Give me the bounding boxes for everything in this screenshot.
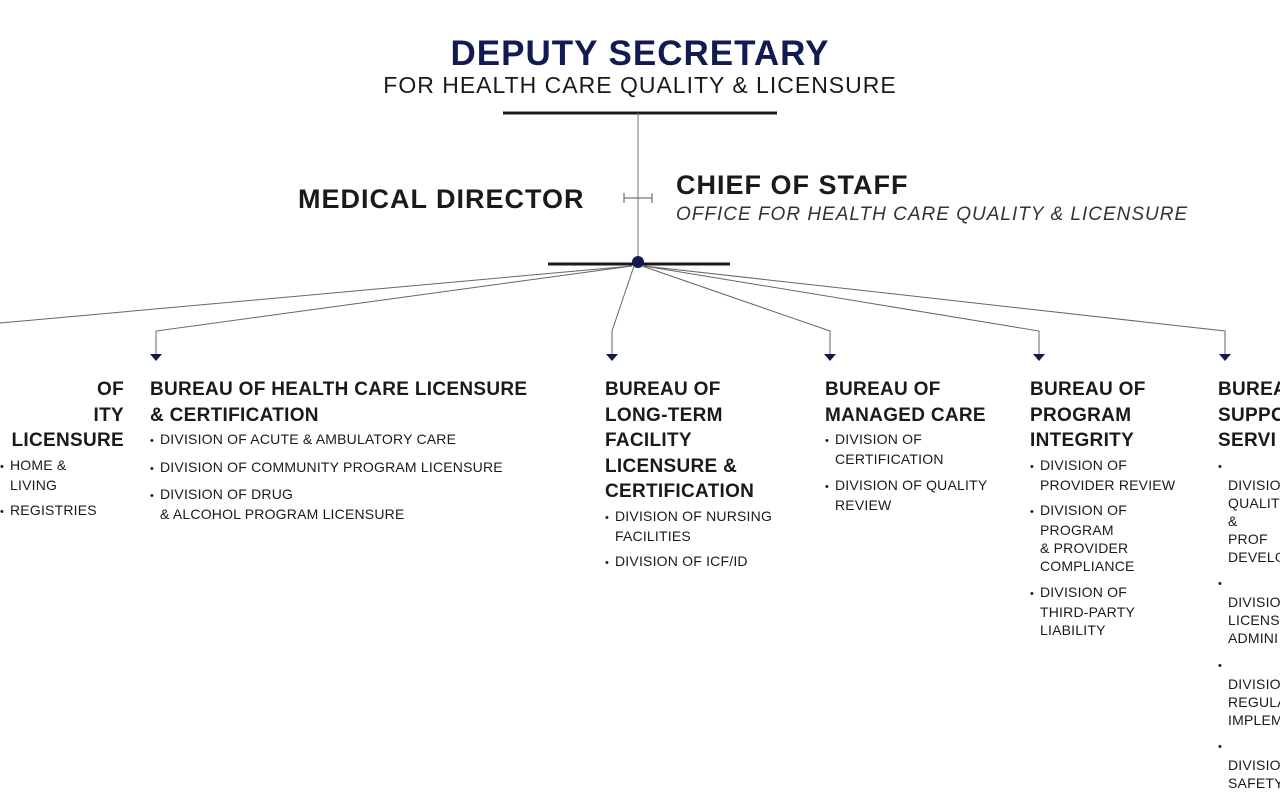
- arrow-bureau-4: [824, 354, 836, 361]
- division-list: DIVISION OF PROVIDER REVIEW DIVISION OF …: [1030, 456, 1205, 639]
- division-list: HOME & LIVING REGISTRIES: [0, 456, 130, 522]
- division-item: REGISTRIES: [0, 501, 130, 521]
- connector-lines: [0, 111, 1231, 361]
- medical-director-title: MEDICAL DIRECTOR: [298, 184, 585, 214]
- division-item: DIVISION OF PROVIDER REVIEW: [1030, 456, 1205, 494]
- arrow-bureau-3: [606, 354, 618, 361]
- arrow-bureau-6: [1219, 354, 1231, 361]
- division-item: DIVISION OF COMMUNITY PROGRAM LICENSURE: [150, 458, 570, 478]
- bureau-managed-care: BUREAU OF MANAGED CARE DIVISION OF CERTI…: [825, 377, 1020, 521]
- bureau-name: BUREAU OF HEALTH CARE LICENSURE & CERTIF…: [150, 379, 528, 426]
- bureau-name: BUREAU OF PROGRAM INTEGRITY: [1030, 379, 1146, 452]
- bureau-program-integrity: BUREAU OF PROGRAM INTEGRITY DIVISION OF …: [1030, 377, 1205, 646]
- junction-dot: [632, 256, 644, 268]
- connector-bureau-5: [643, 265, 1040, 355]
- division-item: DIVISION OF THIRD-PARTY LIABILITY: [1030, 583, 1205, 639]
- connector-bureau-4: [641, 265, 831, 355]
- connector-bureau-1: [0, 265, 633, 324]
- division-item: DIVISIO QUALIT & PROF DEVELO: [1218, 456, 1280, 566]
- connector-bureau-6: [643, 265, 1226, 355]
- arrow-bureau-2: [150, 354, 162, 361]
- division-list: DIVISION OF ACUTE & AMBULATORY CARE DIVI…: [150, 430, 570, 523]
- division-item: DIVISION OF ACUTE & AMBULATORY CARE: [150, 430, 570, 450]
- division-item: DIVISIO SAFETY: [1218, 736, 1280, 792]
- bureau-name: OF ITY LICENSURE: [11, 379, 124, 452]
- division-item: DIVISION OF CERTIFICATION: [825, 430, 1020, 468]
- bureau-name: BUREA SUPPO SERVI: [1218, 379, 1280, 452]
- division-item: DIVISION OF DRUG & ALCOHOL PROGRAM LICEN…: [150, 485, 570, 523]
- division-item: DIVISIO LICENS ADMINI: [1218, 573, 1280, 647]
- connector-bureau-3: [611, 265, 635, 355]
- division-item: DIVISION OF ICF/ID: [605, 552, 805, 572]
- bureau-long-term-facility: BUREAU OF LONG-TERM FACILITY LICENSURE &…: [605, 377, 805, 580]
- bureau-support-services: BUREA SUPPO SERVI DIVISIO QUALIT & PROF …: [1218, 377, 1280, 800]
- division-list: DIVISION OF NURSING FACILITIES DIVISION …: [605, 507, 805, 573]
- chief-of-staff-subtitle: OFFICE FOR HEALTH CARE QUALITY & LICENSU…: [676, 204, 1189, 225]
- division-item: DIVISION OF NURSING FACILITIES: [605, 507, 805, 545]
- division-list: DIVISIO QUALIT & PROF DEVELO DIVISIO LIC…: [1218, 456, 1280, 793]
- division-list: DIVISION OF CERTIFICATION DIVISION OF QU…: [825, 430, 1020, 514]
- division-item: HOME & LIVING: [0, 456, 130, 494]
- division-item: DIVISIO REGULA IMPLEM: [1218, 655, 1280, 729]
- connector-bureau-2: [155, 265, 633, 355]
- deputy-secretary-subtitle: FOR HEALTH CARE QUALITY & LICENSURE: [383, 72, 897, 98]
- bureau-health-care-licensure: BUREAU OF HEALTH CARE LICENSURE & CERTIF…: [150, 377, 570, 531]
- division-item: DIVISION OF QUALITY REVIEW: [825, 476, 1020, 514]
- arrow-bureau-5: [1033, 354, 1045, 361]
- division-item: DIVISION OF PROGRAM & PROVIDER COMPLIANC…: [1030, 501, 1205, 575]
- chief-of-staff-title: CHIEF OF STAFF: [676, 170, 909, 200]
- deputy-secretary-title: DEPUTY SECRETARY: [450, 34, 830, 73]
- bureau-name: BUREAU OF MANAGED CARE: [825, 379, 986, 426]
- bureau-name: BUREAU OF LONG-TERM FACILITY LICENSURE &…: [605, 379, 755, 503]
- bureau-quality-licensure: OF ITY LICENSURE HOME & LIVING REGISTRIE…: [0, 377, 130, 529]
